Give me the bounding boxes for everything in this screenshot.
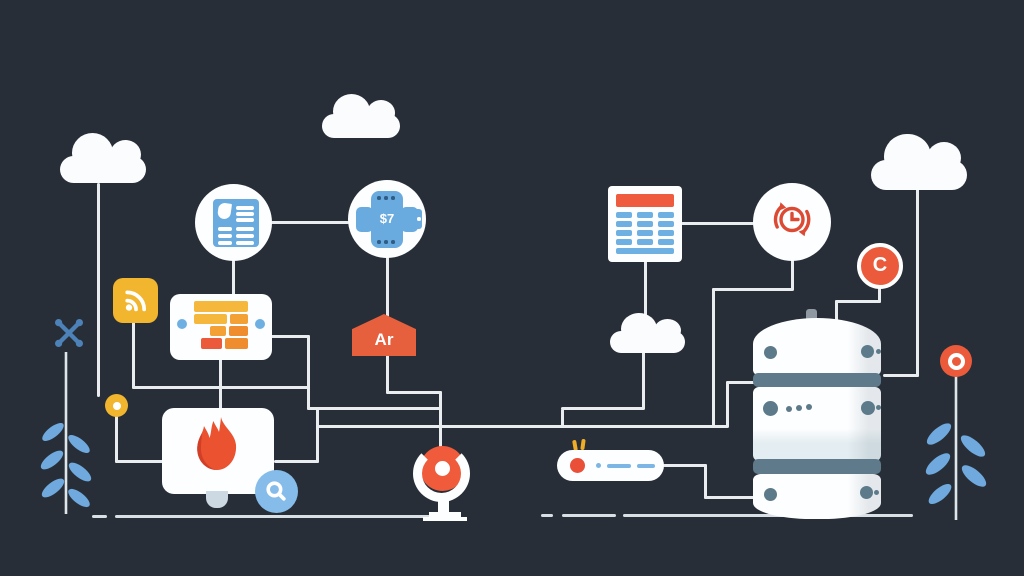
archive-banner: Ar (352, 314, 416, 356)
connector-line (115, 460, 165, 463)
cross-flower-icon (55, 319, 83, 347)
connector-line (644, 260, 647, 316)
connector-line (878, 288, 881, 303)
connector-line (219, 358, 222, 412)
connector-line (704, 464, 707, 499)
dish-base-plate (423, 517, 467, 521)
database-stack (753, 309, 881, 521)
ring-icon (947, 352, 965, 370)
magnifier-icon (266, 481, 286, 501)
baseline-left (115, 515, 431, 518)
connector-line (663, 464, 707, 467)
flame-icon (197, 417, 237, 470)
copyright-badge: C (857, 243, 903, 289)
baseline-right-dash (541, 514, 553, 517)
connector-line (386, 391, 442, 394)
connector-line (307, 335, 310, 410)
spreadsheet-table-icon (616, 194, 674, 207)
router-dash (637, 463, 655, 468)
connector-line (386, 354, 389, 394)
cloud-top-right-icon (871, 134, 967, 190)
cloud-top-left-icon (60, 133, 146, 183)
connector-line (132, 320, 135, 389)
clock-refresh-icon (773, 202, 811, 237)
rss-icon (125, 290, 147, 312)
router-led-dot (596, 463, 601, 468)
plant-left (40, 352, 92, 514)
connector-line (916, 188, 919, 377)
router-power-dot (570, 458, 585, 473)
connector-line (835, 300, 838, 321)
connector-line (439, 391, 442, 447)
connector-line (316, 407, 319, 463)
payment-amount-label: $7 (379, 211, 395, 226)
search-bubble (255, 470, 298, 513)
connector-line (307, 407, 442, 410)
dish-stem (438, 498, 449, 515)
connector-line (704, 496, 755, 499)
baseline-left-dash (92, 515, 107, 518)
router-antenna (580, 438, 586, 451)
connector-line (316, 425, 728, 428)
smartwatch-payment-icon: $7 (356, 191, 422, 248)
baseline-right (623, 514, 913, 517)
connector-line (726, 381, 729, 428)
connector-line (561, 407, 644, 410)
sync-history-node (753, 183, 831, 261)
spreadsheet-card (608, 186, 682, 262)
connector-line (271, 221, 349, 224)
connector-line (726, 381, 756, 384)
database-top-nub (806, 309, 817, 322)
copyright-badge-label: C (872, 254, 888, 276)
connector-line (642, 351, 645, 410)
connector-line (883, 374, 919, 377)
database-band (753, 459, 881, 474)
connector-line (232, 260, 235, 296)
invoice-document-icon (213, 199, 259, 247)
connector-line (561, 409, 564, 428)
router-dash (607, 463, 631, 468)
archive-banner-label: Ar (374, 330, 394, 349)
ring-flower-badge (940, 345, 972, 377)
rss-tile (113, 278, 158, 323)
database-tier-2 (753, 387, 881, 461)
connector-line (386, 257, 389, 317)
router-pill (557, 450, 664, 481)
dish-cup (413, 445, 470, 502)
flame-card-stand (206, 491, 228, 508)
connector-line (274, 460, 319, 463)
brick-wall-card (170, 294, 272, 360)
connector-line (115, 415, 118, 463)
connector-line (712, 288, 793, 291)
yellow-junction-dot (105, 394, 128, 417)
plant-right (925, 376, 987, 520)
cloud-top-middle-icon (322, 94, 400, 138)
dish-base (429, 512, 461, 519)
connector-line (681, 222, 754, 225)
connector-line (271, 335, 310, 338)
connector-line (835, 300, 881, 303)
baseline-right-short (562, 514, 616, 517)
port-dot-right (255, 319, 265, 329)
cloud-middle-icon (610, 313, 685, 353)
port-dot-left (177, 319, 187, 329)
database-band (753, 373, 881, 387)
connector-line (791, 258, 794, 291)
connector-line (97, 183, 100, 397)
connector-line (712, 288, 715, 428)
